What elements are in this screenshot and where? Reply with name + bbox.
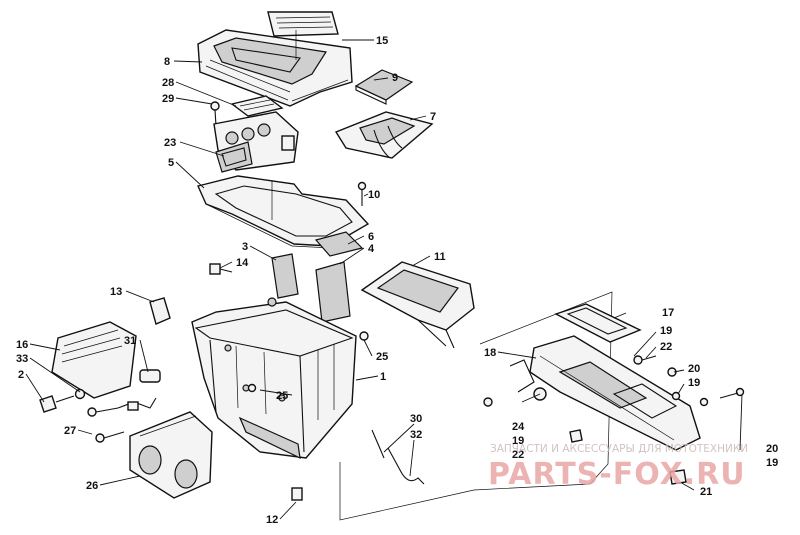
leader-lines	[25, 39, 743, 520]
part-4-filter-element	[315, 261, 351, 323]
callout-8: 8	[164, 56, 170, 68]
part-10-screw	[357, 181, 367, 206]
callout-9: 9	[392, 72, 398, 84]
part-3-filter-element	[271, 253, 299, 299]
part-19-washers	[483, 391, 709, 407]
callout-3: 3	[242, 241, 248, 253]
part-30-31-strap	[371, 429, 425, 485]
callout-25a: 25	[376, 351, 388, 363]
callout-6: 6	[368, 231, 374, 243]
part-22-nuts	[569, 429, 687, 485]
callout-5: 5	[168, 157, 174, 169]
part-2-bolt	[39, 395, 75, 413]
part-33-washer	[74, 388, 86, 400]
callout-2: 2	[18, 369, 24, 381]
callout-19b: 19	[688, 377, 700, 389]
part-26-intake-silencer	[129, 411, 213, 499]
callout-17: 17	[662, 307, 674, 319]
callout-11: 11	[434, 251, 446, 263]
callout-14: 16	[16, 339, 28, 351]
callout-numbers: 15 8 9 28 29 7 23 5 10 6 3 4 11 14 13 25…	[16, 35, 778, 526]
callout-16: 15	[376, 35, 388, 47]
callout-28: 28	[162, 77, 174, 89]
callout-25b: 25	[276, 390, 288, 402]
callout-19c: 19	[512, 435, 524, 447]
callout-10: 10	[368, 189, 380, 201]
watermark-logo: PARTS-FOX.RU	[488, 457, 746, 492]
part-15-bolt	[209, 263, 233, 275]
part-12-drain	[291, 487, 303, 501]
part-18-intake-duct	[529, 335, 701, 451]
callout-1: 1	[380, 371, 386, 383]
part-7-filter-housing	[334, 111, 434, 159]
part-11-tray	[360, 261, 475, 349]
callout-27: 27	[64, 425, 76, 437]
part-25-fastener-upper	[359, 331, 369, 341]
watermark-text: ЗАПЧАСТИ И АКСЕССУАРЫ ДЛЯ МОТОТЕХНИКИ	[490, 443, 748, 455]
part-28-label	[230, 95, 284, 117]
part-1-airbox	[191, 297, 357, 460]
part-6-gasket	[314, 231, 364, 257]
callout-19d: 19	[766, 457, 778, 469]
callout-23: 23	[164, 137, 176, 149]
part-8-airbox-lid	[197, 29, 353, 107]
callout-12: 12	[266, 514, 278, 526]
callout-4: 4	[368, 243, 375, 255]
part-9-filter-pad	[354, 69, 414, 105]
callout-32: 31	[124, 335, 136, 347]
part-29-screw	[210, 101, 220, 127]
callout-22b: 21	[700, 486, 712, 498]
part-23-seal	[215, 141, 253, 173]
part-20-bolt-lower	[719, 387, 745, 399]
part-32-sleeve	[139, 369, 161, 383]
part-14-shroud	[51, 321, 137, 399]
part-17-gasket	[554, 303, 642, 343]
bracket-frame	[339, 291, 613, 521]
callout-15: 14	[236, 257, 249, 269]
callout-29: 29	[162, 93, 174, 105]
part-21-bolt	[633, 355, 657, 365]
callout-13: 13	[110, 286, 122, 298]
sensor-harness	[117, 397, 157, 411]
callout-20b: 20	[766, 443, 778, 455]
part-13-clip	[149, 297, 171, 325]
part-16-decal	[267, 11, 339, 37]
part-5-base-plate	[197, 175, 370, 249]
callout-22a: 22	[512, 449, 524, 461]
watermark: ЗАПЧАСТИ И АКСЕССУАРЫ ДЛЯ МОТОТЕХНИКИ PA…	[488, 443, 748, 492]
part-24-bracket	[509, 359, 547, 401]
callout-21: 22	[660, 341, 672, 353]
callout-19a: 19	[660, 325, 672, 337]
callout-26: 26	[86, 480, 98, 492]
callout-7: 7	[430, 111, 436, 123]
callout-30: 30	[410, 413, 422, 425]
callout-18: 18	[484, 347, 496, 359]
part-27-bolts	[87, 407, 125, 443]
callout-33: 33	[16, 353, 28, 365]
part-25-fastener-lower	[247, 383, 257, 393]
callout-24: 24	[512, 421, 525, 433]
callout-31: 32	[410, 429, 422, 441]
callout-20a: 20	[688, 363, 700, 375]
